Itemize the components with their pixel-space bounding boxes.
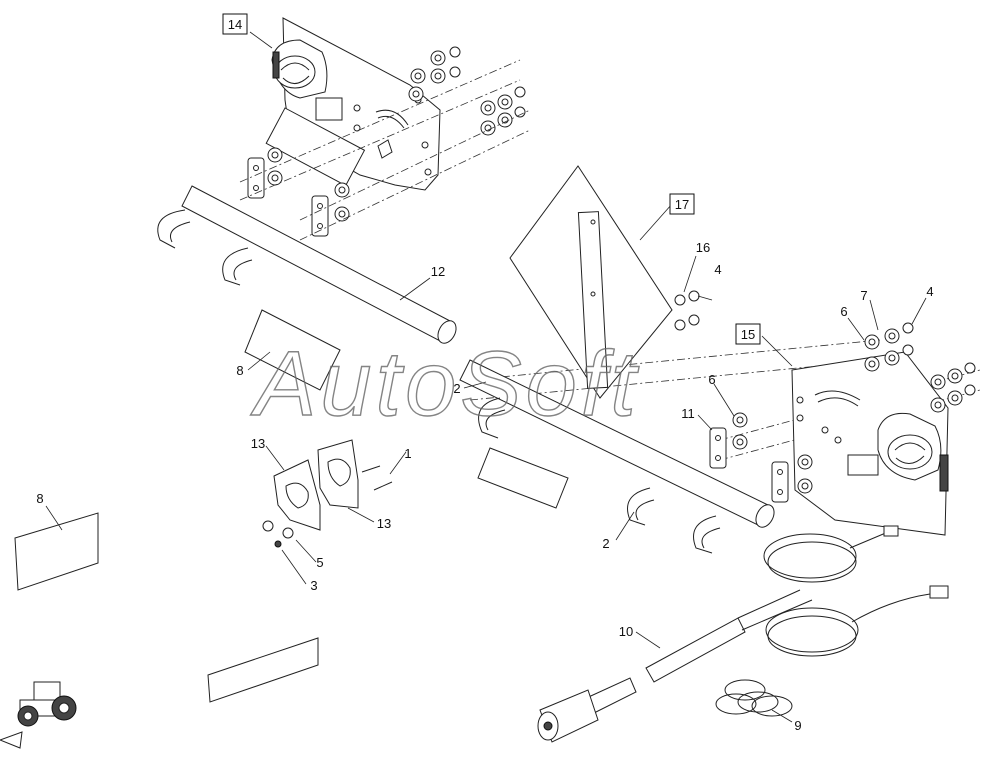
callout-1: 1 <box>404 446 411 461</box>
cable-harness <box>537 525 949 743</box>
right-lamp-housing <box>877 412 949 492</box>
watermark: AutoSoft <box>250 333 640 435</box>
svg-text:15: 15 <box>741 327 755 342</box>
main-tube <box>181 185 775 528</box>
callout-13-left: 13 <box>251 436 265 451</box>
leader-lines <box>45 31 927 723</box>
left-lamp-housing <box>271 39 328 99</box>
callout-13-right: 13 <box>377 516 391 531</box>
callout-16: 16 <box>696 240 710 255</box>
decals <box>14 309 569 703</box>
callout-12: 12 <box>431 264 445 279</box>
callout-5: 5 <box>316 555 323 570</box>
callout-8-center: 8 <box>236 363 243 378</box>
callout-2-center: 2 <box>453 381 460 396</box>
callout-2-bottom: 2 <box>602 536 609 551</box>
callout-9: 9 <box>794 718 801 733</box>
left-clamp-plates <box>247 157 329 237</box>
callout-7: 7 <box>860 288 867 303</box>
callout-8-left: 8 <box>36 491 43 506</box>
callout-3: 3 <box>310 578 317 593</box>
tractor-icon <box>0 681 77 749</box>
callout-15: 15 <box>735 323 761 345</box>
callout-17: 17 <box>669 193 695 215</box>
callout-4-right: 4 <box>926 284 933 299</box>
right-clamp-plates <box>709 427 789 503</box>
u-bolts <box>157 209 721 554</box>
callout-6-mid: 6 <box>708 372 715 387</box>
callout-labels: 14 17 15 16 4 4 7 6 6 12 8 8 2 2 11 13 1… <box>36 13 934 733</box>
left-lamp-bracket <box>265 17 441 191</box>
callout-6-top: 6 <box>840 304 847 319</box>
right-washers <box>732 322 976 494</box>
sign-washers <box>674 290 700 331</box>
callout-4-center: 4 <box>714 262 721 277</box>
reflector-plates <box>262 439 393 548</box>
callout-11: 11 <box>681 406 695 421</box>
sign-board <box>509 165 673 399</box>
right-lamp-bracket <box>791 351 949 536</box>
svg-text:14: 14 <box>228 17 242 32</box>
left-washers <box>267 46 526 222</box>
cable-clips <box>715 679 793 717</box>
svg-text:17: 17 <box>675 197 689 212</box>
callout-10: 10 <box>619 624 633 639</box>
callout-14: 14 <box>222 13 248 35</box>
